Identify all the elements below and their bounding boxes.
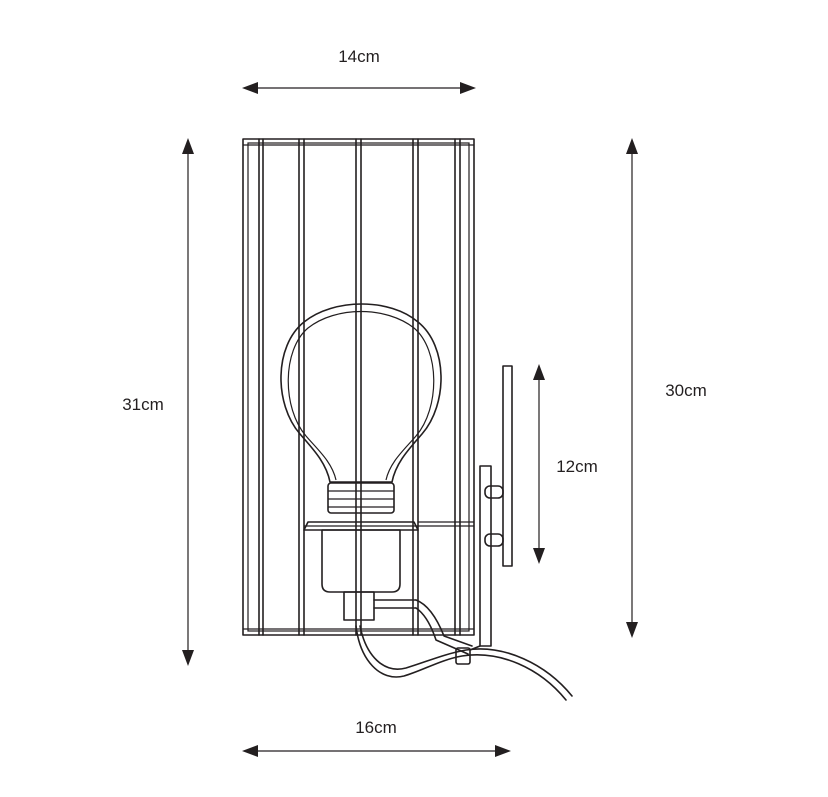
dimension-label-bracket-height: 12cm [556,457,598,476]
cage-bars [258,138,461,636]
dimension-label-bottom-width: 16cm [355,718,397,737]
dimension-label-left-height: 31cm [122,395,164,414]
lamp-socket [303,482,474,621]
dimension-left-height: 31cm [122,138,194,666]
dimension-label-top-width: 14cm [338,47,380,66]
dimension-bottom-width: 16cm [242,718,511,757]
dimension-label-right-height: 30cm [665,381,707,400]
dimension-top-width: 14cm [242,47,476,94]
power-cable [355,625,573,701]
dimension-right-height: 30cm [626,138,707,638]
wall-bracket [415,365,513,665]
dimension-bracket-height: 12cm [533,364,598,564]
cage-shade [242,138,475,636]
light-bulb [280,303,442,483]
